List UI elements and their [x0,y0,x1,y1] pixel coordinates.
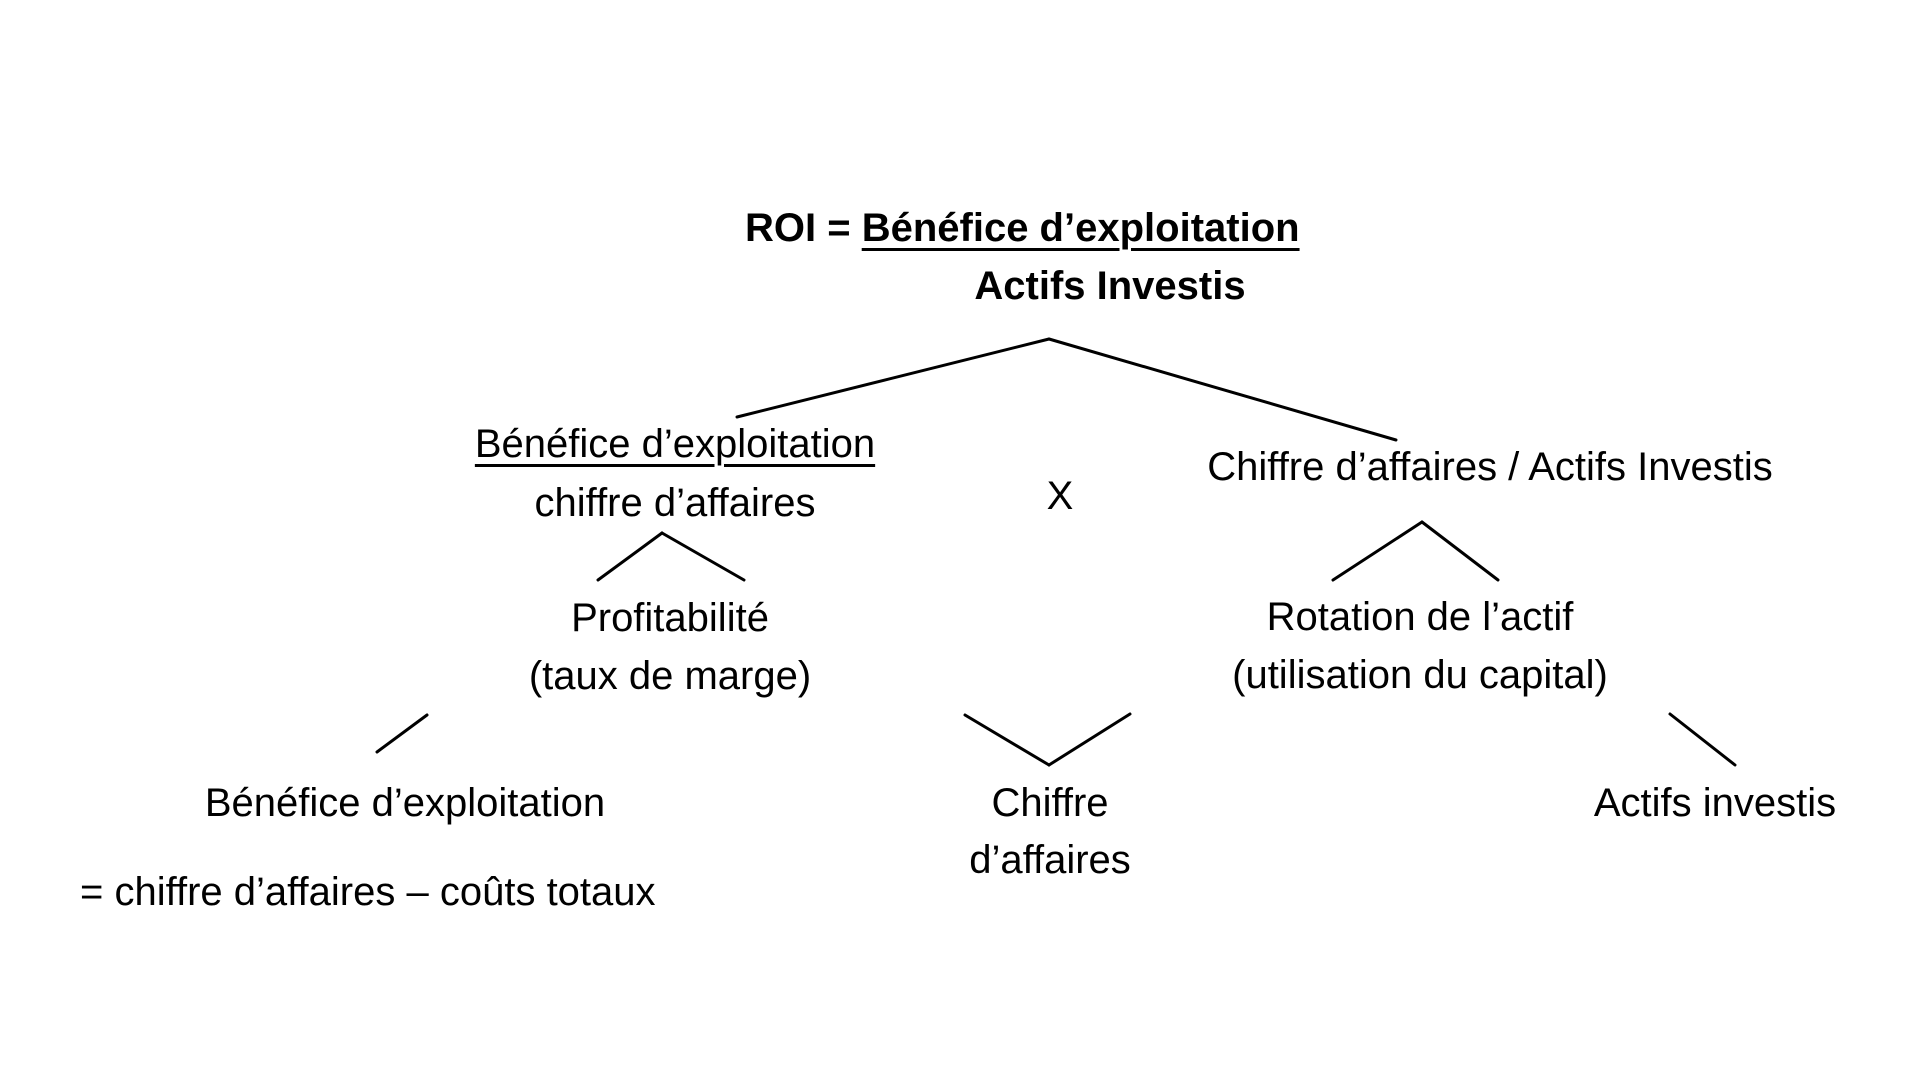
profitability-sublabel: (taux de marge) [528,654,812,698]
roi-formula-line: ROI = Bénéfice d’exploitation [745,200,1300,256]
roi-label: ROI = [745,206,862,250]
connector-rotation-to-assets [1668,712,1737,767]
roi-numerator: Bénéfice d’exploitation [861,206,1300,250]
margin-denominator: chiffre d’affaires [534,481,816,525]
revenue-sublabel: d’affaires [969,838,1131,882]
connector-left-down-right [660,531,746,582]
invested-assets-label: Actifs investis [1593,781,1837,825]
connector-right-down-right [1420,520,1500,582]
operating-profit-label: Bénéfice d’exploitation [204,781,606,825]
roi-denominator: Actifs Investis [974,264,1246,308]
turnover-ratio: Chiffre d’affaires / Actifs Investis [1207,445,1773,489]
profitability-label: Profitabilité [571,596,769,640]
connector-profitability-to-revenue [963,713,1051,767]
connector-root-left [735,337,1051,419]
connector-profitability-to-profit [375,713,429,754]
connector-root-right [1047,337,1398,442]
margin-numerator: Bénéfice d’exploitation [474,422,876,466]
multiply-sign: X [1046,474,1074,518]
revenue-label: Chiffre [991,781,1109,825]
connector-rotation-to-revenue [1047,712,1132,767]
asset-rotation-sublabel: (utilisation du capital) [1232,653,1608,697]
connector-right-down-left [1331,520,1424,582]
asset-rotation-label: Rotation de l’actif [1266,595,1574,639]
connector-left-down-left [596,531,664,582]
operating-profit-definition: = chiffre d’affaires – coûts totaux [80,870,656,914]
